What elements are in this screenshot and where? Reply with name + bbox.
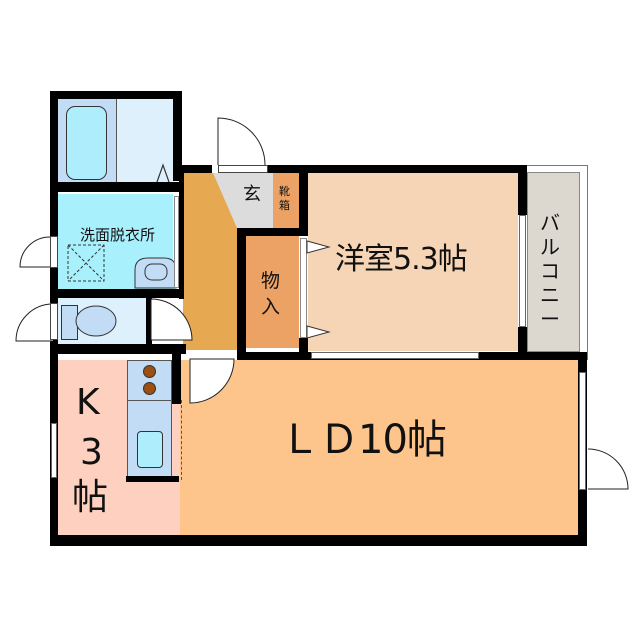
washroom-label: 洗面脱衣所 <box>80 226 156 244</box>
stove-burner-icon <box>143 382 156 395</box>
kitchen-label-1: K <box>76 382 100 423</box>
wall <box>268 165 526 173</box>
toilet-door-swing-icon[interactable] <box>15 303 65 353</box>
entrance-label: 玄 <box>243 184 261 205</box>
balcony-outer-rail <box>524 165 588 360</box>
balcony <box>527 172 580 352</box>
wall <box>50 535 587 546</box>
living-dining <box>180 360 578 535</box>
wall <box>237 228 246 352</box>
balcony-label-char: ニ <box>540 283 560 307</box>
washbasin-icon <box>134 257 177 289</box>
balcony-label-char: バ <box>540 211 560 235</box>
shoe-box-label-1: 靴 <box>279 185 290 198</box>
shoe-box <box>273 173 300 228</box>
bath-divider <box>116 99 117 182</box>
storage-closet <box>246 236 299 348</box>
ld-window[interactable] <box>579 372 586 490</box>
entrance-step-line <box>211 173 237 228</box>
ld-door-swing-icon[interactable] <box>189 358 239 408</box>
washroom-door[interactable] <box>50 236 58 268</box>
front-door-swing-icon[interactable] <box>217 117 277 177</box>
toilet-bowl-icon <box>75 305 117 337</box>
wall <box>173 91 182 181</box>
wall <box>179 165 184 299</box>
storage-label-2: 入 <box>261 296 281 318</box>
kitchen-window[interactable] <box>51 423 57 478</box>
kitchen-label-3: 帖 <box>72 477 109 518</box>
wall <box>50 91 58 353</box>
wall <box>237 228 308 236</box>
wall <box>50 289 183 298</box>
wall <box>299 338 308 352</box>
living-dining-label: ＬＤ10帖 <box>280 417 447 463</box>
storage-label-1: 物 <box>261 270 281 292</box>
storage-door-triangle-icon <box>306 325 331 339</box>
western-room <box>308 173 518 351</box>
balcony-label-char: ー <box>540 307 560 331</box>
ld-exterior-door-swing-icon[interactable] <box>587 448 637 498</box>
western-room-label: 洋室5.3帖 <box>335 242 468 277</box>
toilet-door[interactable] <box>50 303 58 340</box>
wall <box>518 327 527 360</box>
wall <box>50 91 182 99</box>
floor-drain-icon <box>67 244 105 282</box>
storage-door[interactable] <box>300 238 307 338</box>
counter-end-wall <box>126 476 179 482</box>
front-door[interactable] <box>218 165 268 173</box>
bath-door-triangle-icon <box>156 163 170 183</box>
kitchen-dashed-line <box>181 400 182 480</box>
balcony-window[interactable] <box>519 215 526 327</box>
balcony-label-char: コ <box>540 259 560 283</box>
wall <box>146 298 152 344</box>
kitchen-label-2: 3 <box>80 432 103 473</box>
bathtub <box>66 106 107 180</box>
balcony-label-char: ル <box>540 235 560 259</box>
stove-burner-icon <box>143 365 156 378</box>
washroom-door-swing-icon[interactable] <box>18 236 58 296</box>
balcony-label: バ ル コ ニ ー <box>540 213 566 329</box>
wall <box>50 344 186 354</box>
shoe-box-label-2: 箱 <box>279 199 290 212</box>
hallway-door-swing-icon[interactable] <box>150 298 200 348</box>
kitchen-sink <box>137 431 163 468</box>
storage-door-triangle-icon <box>306 240 331 254</box>
wall <box>172 354 181 404</box>
wall <box>182 165 212 173</box>
western-sliding-door[interactable] <box>311 352 479 359</box>
wall <box>518 165 527 215</box>
wall <box>50 182 182 192</box>
washroom-sliding-door[interactable] <box>174 196 179 288</box>
counter-divider <box>128 400 171 401</box>
wall <box>299 165 308 235</box>
